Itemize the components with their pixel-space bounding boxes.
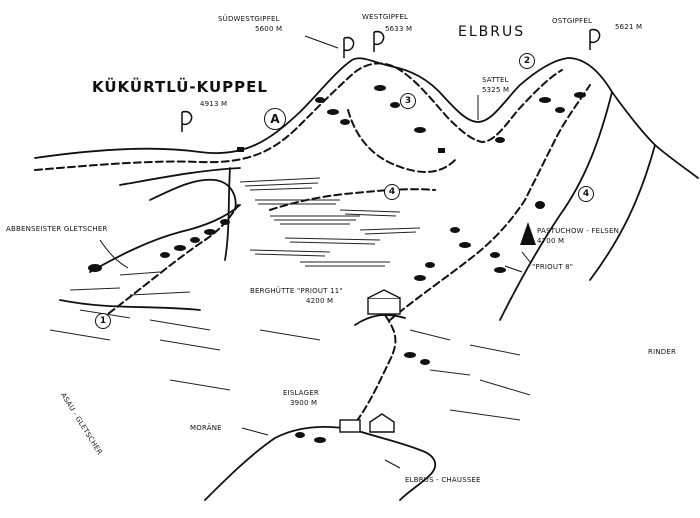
kukurtlu-label: KÜKÜRTLÜ-KUPPEL: [92, 78, 268, 96]
route-a: [34, 62, 563, 171]
hut-priout-11: [367, 297, 401, 315]
artist-signature: RINDER: [648, 348, 677, 356]
route-4-main: [389, 84, 591, 321]
route-marker-2: 2: [519, 53, 535, 69]
abbenseister-glacier-label: ABBENSEISTER GLETSCHER: [6, 225, 108, 233]
route-marker-3: 3: [400, 93, 416, 109]
east-summit-altitude: 5621 m: [615, 23, 643, 31]
southwest-summit-altitude: 5600 m: [255, 25, 283, 33]
route-marker-1: 1: [95, 313, 111, 329]
route-3: [347, 109, 456, 173]
hut-eislager: [339, 419, 361, 433]
hut-label: BERGHÜTTE "PRIOUT 11": [250, 287, 343, 295]
ice-camp-altitude: 3900 m: [290, 399, 318, 407]
route-ice-camp: [349, 314, 397, 431]
route-marker-a: A: [264, 108, 286, 130]
kukurtlu-dome: [149, 178, 237, 211]
saddle-label: SATTEL: [482, 76, 509, 84]
moraine-ridge: [204, 426, 356, 501]
kukurtlu-altitude: 4913 m: [200, 100, 228, 108]
route-marker-4-west: 4: [384, 184, 400, 200]
route-marker-4-east: 4: [578, 186, 594, 202]
route-1: [99, 204, 239, 321]
east-summit-label: OSTGIPFEL: [552, 17, 593, 25]
hut-altitude: 4200 m: [306, 297, 334, 305]
ridge-outline: [34, 57, 699, 179]
glacier-edge: [89, 204, 241, 273]
route-4-west: [269, 188, 436, 211]
pastuchow-altitude: 4700 m: [537, 237, 565, 245]
moraine-label: MORÄNE: [190, 424, 222, 432]
priout-8-label: "PRIOUT 8": [532, 263, 574, 271]
saddle-altitude: 5325 m: [482, 86, 510, 94]
pastuchow-label: PASTUCHOW - FELSEN: [537, 227, 620, 235]
elbrus-title: ELBRUS: [458, 24, 526, 40]
southwest-summit-label: SÜDWESTGIPFEL: [218, 15, 280, 23]
road-label: ELBRUS - CHAUSSEE: [405, 476, 481, 484]
pastuchow-rock: [520, 222, 536, 245]
west-summit-label: WESTGIPFEL: [362, 13, 409, 21]
west-summit-altitude: 5633 m: [385, 25, 413, 33]
ice-camp-label: EISLAGER: [283, 389, 319, 397]
